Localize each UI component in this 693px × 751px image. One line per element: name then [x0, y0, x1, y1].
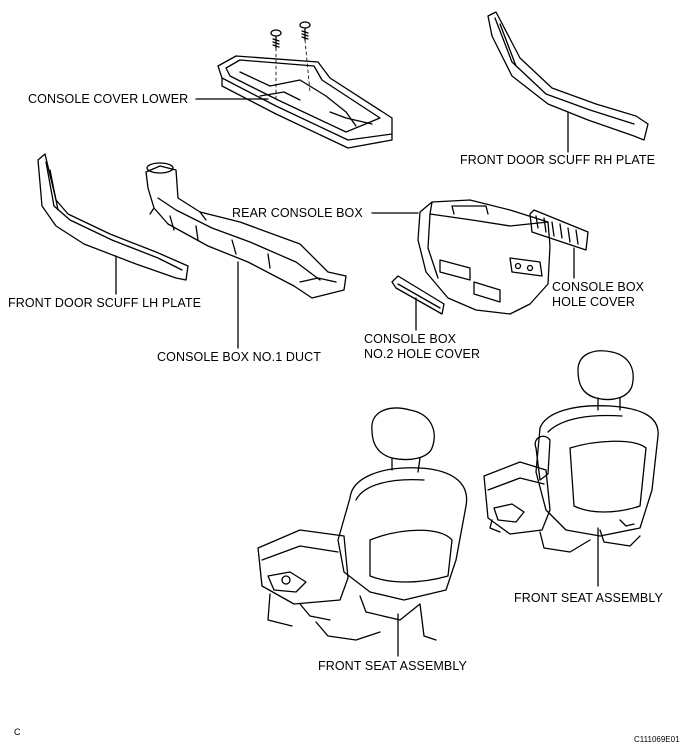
label-line: HOLE COVER	[552, 295, 635, 309]
label-console-box-no2-hole-cover: CONSOLE BOX NO.2 HOLE COVER	[364, 332, 480, 362]
label-console-box-no1-duct: CONSOLE BOX NO.1 DUCT	[157, 350, 321, 364]
figure-code: C111069E01	[634, 735, 680, 744]
label-console-cover-lower: CONSOLE COVER LOWER	[28, 92, 189, 106]
label-line: CONSOLE BOX	[552, 280, 645, 294]
label-front-door-scuff-lh-plate: FRONT DOOR SCUFF LH PLATE	[8, 296, 202, 310]
front-seat-assembly-left-part	[258, 408, 467, 656]
front-door-scuff-lh-plate-part	[38, 154, 188, 294]
corner-mark-left: C	[14, 727, 21, 737]
front-seat-assembly-right-part	[484, 351, 658, 586]
bolt-icon	[271, 30, 281, 98]
label-console-box-hole-cover: CONSOLE BOX HOLE COVER	[552, 280, 644, 310]
console-box-hole-cover-part	[530, 210, 588, 278]
label-front-seat-assembly-right: FRONT SEAT ASSEMBLY	[514, 591, 663, 605]
label-rear-console-box: REAR CONSOLE BOX	[232, 206, 363, 220]
console-box-no2-hole-cover-part	[392, 276, 444, 330]
console-box-no1-duct-part	[146, 163, 346, 348]
label-line: NO.2 HOLE COVER	[364, 347, 481, 361]
label-front-seat-assembly-left: FRONT SEAT ASSEMBLY	[318, 659, 467, 673]
rear-console-box-part	[372, 200, 550, 314]
front-door-scuff-rh-plate-part	[488, 12, 648, 152]
label-front-door-scuff-rh-plate: FRONT DOOR SCUFF RH PLATE	[460, 153, 656, 167]
console-cover-lower-part	[196, 22, 392, 148]
label-line: CONSOLE BOX	[364, 332, 457, 346]
